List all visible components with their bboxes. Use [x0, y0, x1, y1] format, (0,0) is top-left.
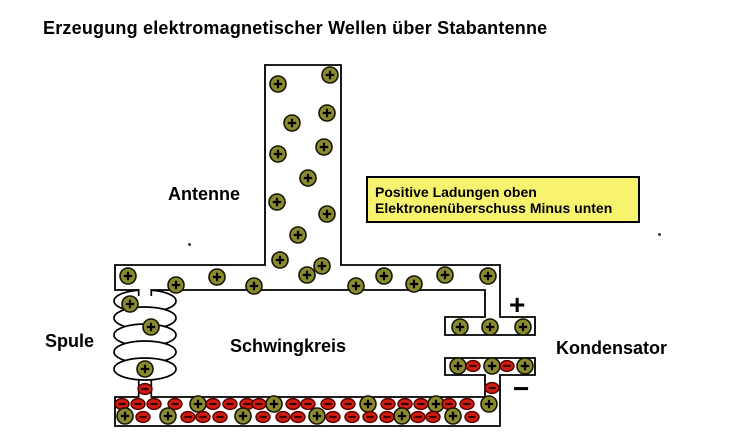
- negative-charge: [251, 397, 267, 411]
- positive-charge: [516, 357, 534, 375]
- negative-charge: [135, 410, 151, 424]
- negative-charge: [425, 410, 441, 424]
- positive-charge: [483, 357, 501, 375]
- positive-charge: [444, 407, 462, 425]
- negative-charge: [137, 382, 153, 396]
- negative-charge: [180, 410, 196, 424]
- positive-charge: [480, 395, 498, 413]
- positive-charge: [119, 267, 137, 285]
- positive-charge: [315, 138, 333, 156]
- negative-charge: [380, 397, 396, 411]
- negative-charge: [130, 397, 146, 411]
- positive-charge: [234, 407, 252, 425]
- positive-charge: [298, 266, 316, 284]
- positive-charge: [359, 395, 377, 413]
- capacitor-minus-sign: −: [513, 373, 530, 404]
- negative-charge: [300, 397, 316, 411]
- negative-charge: [222, 397, 238, 411]
- positive-charge: [347, 277, 365, 295]
- negative-charge: [340, 397, 356, 411]
- negative-charge: [255, 410, 271, 424]
- oscillator-label: Schwingkreis: [230, 336, 347, 356]
- charges-layer: [114, 66, 534, 425]
- note-box: Positive Ladungen oben Elektronenübersch…: [366, 176, 640, 223]
- negative-charge: [362, 410, 378, 424]
- negative-charge: [290, 410, 306, 424]
- positive-charge: [393, 407, 411, 425]
- antenna-label: Antenne: [168, 184, 240, 204]
- positive-charge: [308, 407, 326, 425]
- positive-charge: [375, 267, 393, 285]
- negative-charge: [320, 397, 336, 411]
- negative-charge: [146, 397, 162, 411]
- positive-charge: [514, 318, 532, 336]
- positive-charge: [142, 318, 160, 336]
- positive-charge: [121, 295, 139, 313]
- positive-charge: [283, 114, 301, 132]
- negative-charge: [465, 359, 481, 373]
- positive-charge: [479, 267, 497, 285]
- negative-charge: [344, 410, 360, 424]
- positive-charge: [271, 251, 289, 269]
- positive-charge: [318, 205, 336, 223]
- positive-charge: [318, 104, 336, 122]
- positive-charge: [449, 357, 467, 375]
- negative-charge: [205, 397, 221, 411]
- negative-charge: [484, 381, 500, 395]
- positive-charge: [268, 193, 286, 211]
- negative-charge: [499, 359, 515, 373]
- negative-charge: [379, 410, 395, 424]
- positive-charge: [451, 318, 469, 336]
- positive-charge: [189, 395, 207, 413]
- positive-charge: [321, 66, 339, 84]
- positive-charge: [167, 276, 185, 294]
- negative-charge: [285, 397, 301, 411]
- negative-charge: [413, 397, 429, 411]
- positive-charge: [269, 145, 287, 163]
- positive-charge: [299, 169, 317, 187]
- note-line-1: Positive Ladungen oben: [375, 184, 537, 200]
- positive-charge: [405, 275, 423, 293]
- positive-charge: [289, 226, 307, 244]
- positive-charge: [269, 75, 287, 93]
- negative-charge: [325, 410, 341, 424]
- negative-charge: [167, 397, 183, 411]
- coil-drawing: [113, 289, 177, 381]
- positive-charge: [136, 360, 154, 378]
- negative-charge: [275, 410, 291, 424]
- coil-label: Spule: [45, 331, 95, 351]
- positive-charge: [245, 277, 263, 295]
- positive-charge: [313, 257, 331, 275]
- negative-charge: [195, 410, 211, 424]
- stray-dot: [658, 233, 661, 236]
- note-line-2: Elektronenüberschuss Minus unten: [375, 200, 613, 216]
- positive-charge: [436, 266, 454, 284]
- negative-charge: [410, 410, 426, 424]
- negative-charge: [464, 410, 480, 424]
- positive-charge: [265, 395, 283, 413]
- positive-charge: [208, 268, 226, 286]
- capacitor-plus-sign: +: [509, 289, 526, 320]
- positive-charge: [481, 318, 499, 336]
- stray-dot: [188, 243, 191, 246]
- capacitor-label: Kondensator: [556, 338, 668, 358]
- antenna-tube-outline: [114, 64, 536, 336]
- positive-charge: [159, 407, 177, 425]
- negative-charge: [212, 410, 228, 424]
- negative-charge: [459, 397, 475, 411]
- positive-charge: [116, 407, 134, 425]
- page-title: Erzeugung elektromagnetischer Wellen übe…: [43, 18, 548, 38]
